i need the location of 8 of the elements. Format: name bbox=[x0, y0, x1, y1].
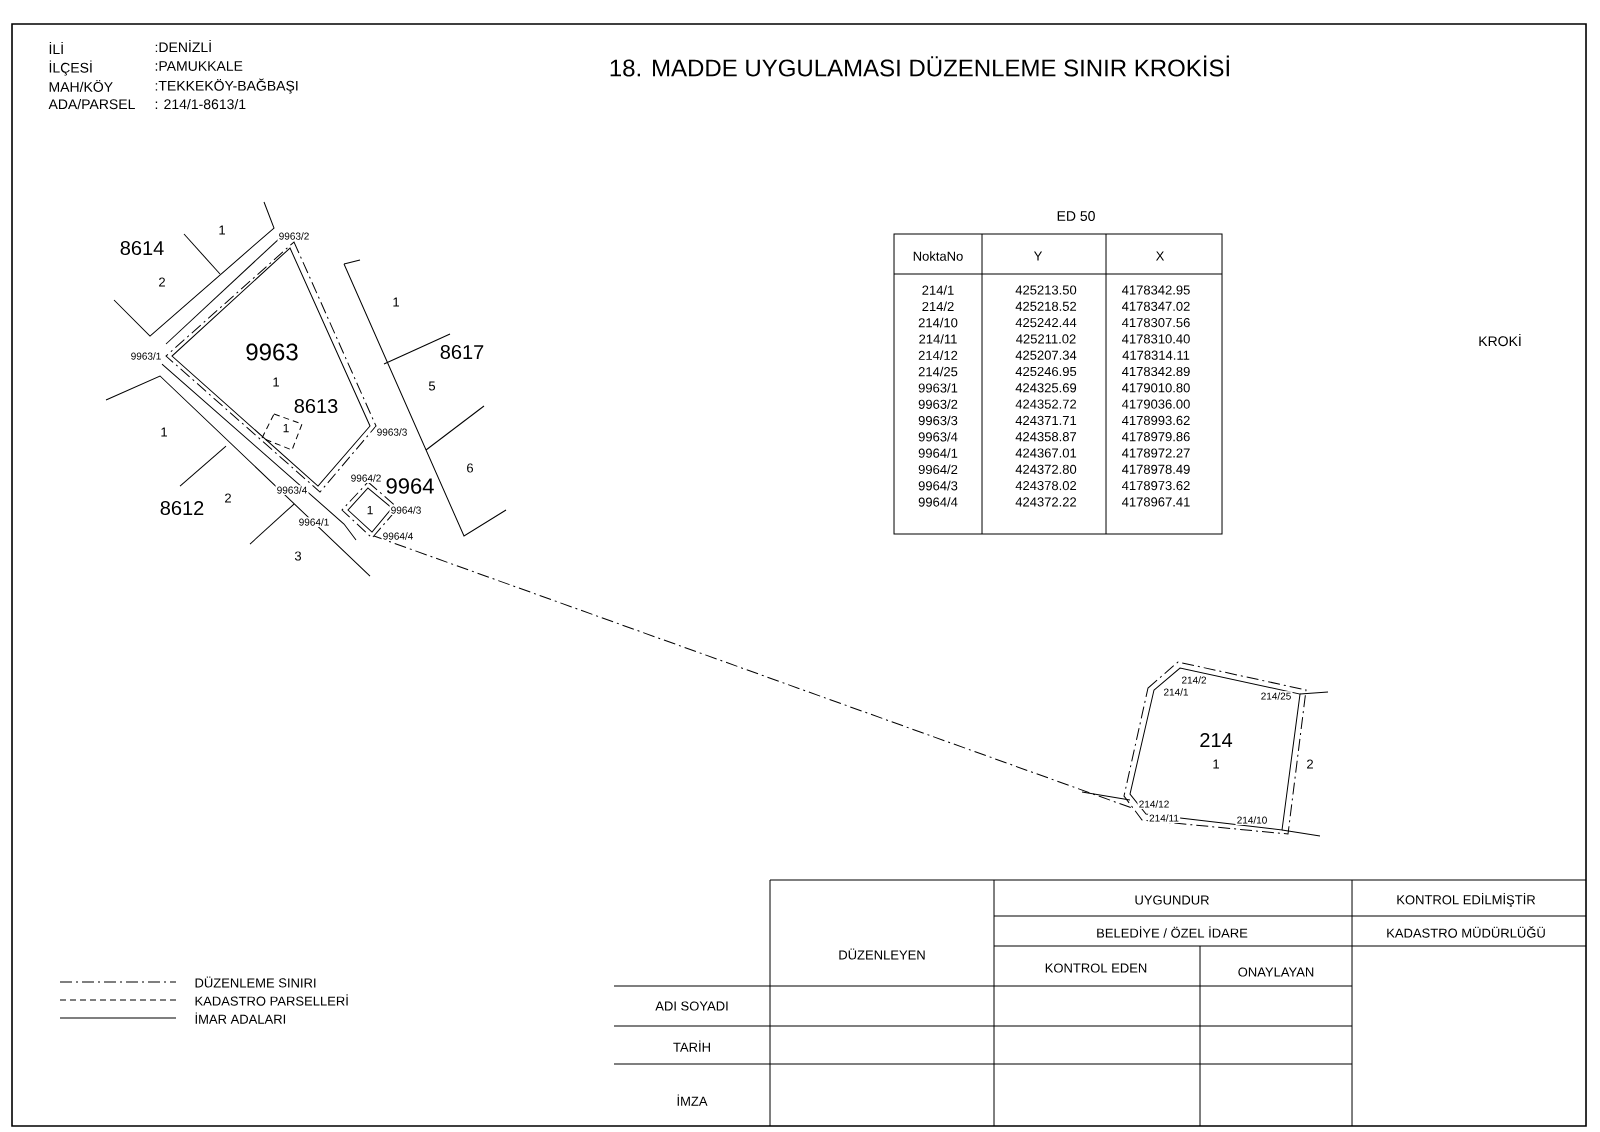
parcel-number: 214 bbox=[1200, 733, 1233, 747]
parcel-number: 8612 bbox=[160, 500, 204, 516]
parcel-number: 9964 bbox=[386, 478, 434, 494]
parcel-number: 9963 bbox=[246, 343, 298, 361]
parcel-number: 8614 bbox=[120, 240, 164, 256]
title: 18. MADDE UYGULAMASI DÜZENLEME SINIR KROKİSİ bbox=[610, 55, 1229, 77]
parcel-number: 8617 bbox=[440, 344, 484, 360]
parcel-number: 8613 bbox=[294, 398, 338, 414]
